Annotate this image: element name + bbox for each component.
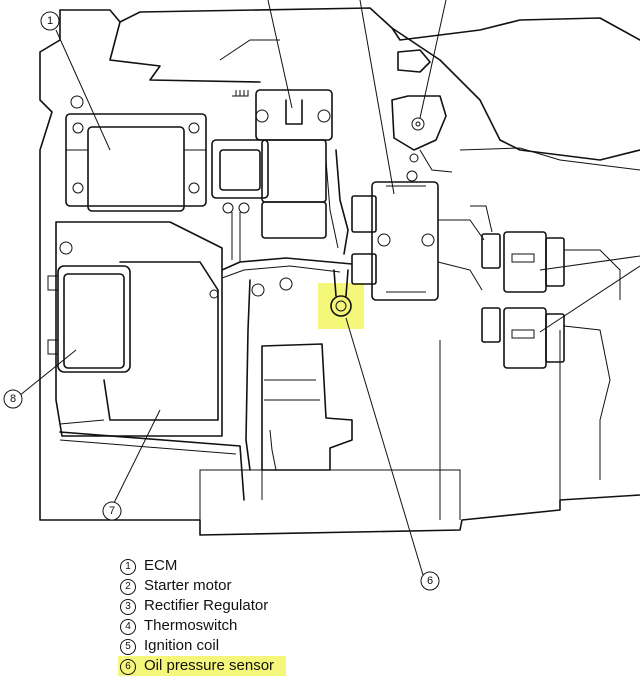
rectifier-regulator: [351, 170, 439, 301]
lower-cover: [55, 221, 223, 437]
svg-text:8: 8: [10, 393, 16, 405]
oil-pressure-sensor: [330, 269, 352, 317]
svg-text:1: 1: [47, 15, 53, 27]
callout-6: 6: [420, 571, 440, 591]
thermoswitch: [391, 49, 453, 173]
fuse-box: [47, 265, 131, 373]
ignition-coils: [470, 205, 621, 480]
svg-text:7: 7: [109, 505, 115, 517]
svg-text:6: 6: [427, 575, 433, 587]
oil-pressure-sensor-highlight: [318, 283, 364, 329]
callout-8: 8: [3, 389, 23, 409]
callout-7: 7: [102, 501, 122, 521]
leader-lines: [18, 0, 640, 576]
wiring-harness: [59, 149, 485, 501]
ecm-module: [65, 95, 207, 212]
oil-filter: [261, 343, 353, 471]
starter-motor: [211, 89, 333, 239]
callout-1: 1: [40, 11, 60, 31]
